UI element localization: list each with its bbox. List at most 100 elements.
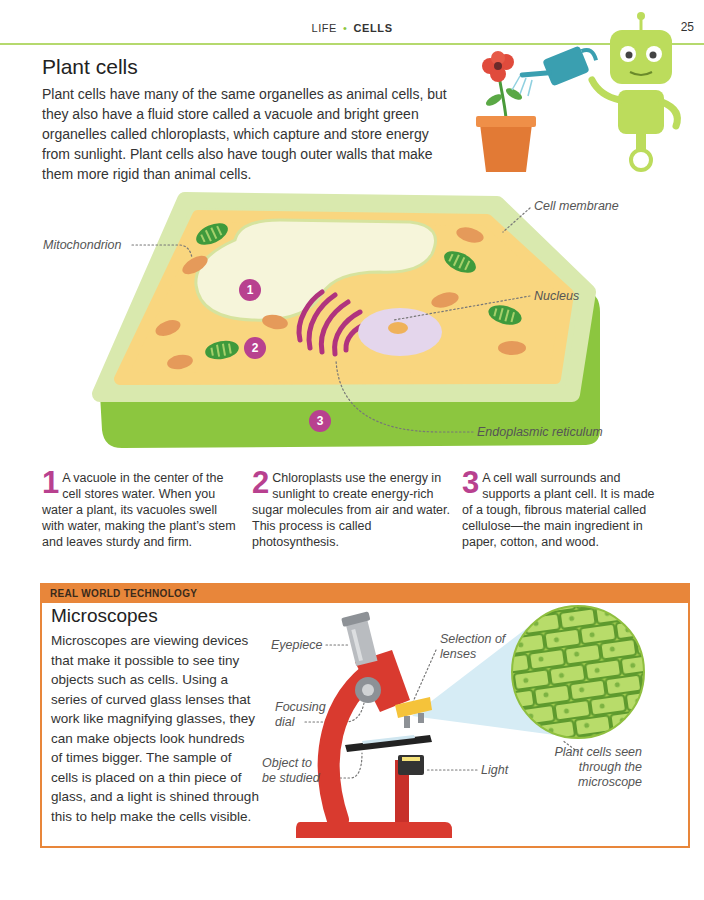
chloroplasts [511,312,514,322]
leader-lines [412,650,436,704]
chloroplasts [217,345,219,357]
cytoplasm [120,216,568,379]
description-column: 3A cell wall surrounds and supports a pl… [462,470,662,550]
vacuole [196,220,436,320]
description-column: 2Chloroplasts use the energy in sunlight… [252,470,452,550]
description-text: A vacuole in the center of the cell stor… [42,471,236,549]
robot-illustration [650,52,657,59]
callout-circle: 1 [239,279,261,301]
description-text: A cell wall surrounds and supports a pla… [462,471,655,549]
robot-illustration [630,72,652,75]
chloroplasts [193,219,231,250]
callout-number: 3 [462,469,479,497]
chloroplasts [486,302,524,328]
microscope [418,713,424,723]
part-label: Cell membrane [534,199,619,214]
page-title: Plant cells [42,55,138,79]
leader-lines [503,208,530,232]
eyepiece [351,629,363,661]
callout-circle: 3 [309,410,331,432]
running-header: LIFE•CELLS [0,22,704,34]
part-label: Object to be studied [262,756,326,786]
microscope-base [296,822,452,838]
light-source [398,755,424,775]
robot-illustration [636,134,646,150]
robot-illustration [637,12,645,20]
chloroplasts [206,230,211,241]
cell-membrane [100,200,588,394]
chloroplasts [223,344,225,356]
microscope [362,735,415,744]
chloroplasts [465,261,469,270]
part-label: Endoplasmic reticulum [477,425,603,440]
robot-illustration [480,124,532,172]
callout-number: 1 [42,469,59,497]
leader-lines [336,360,473,432]
robot-illustration [620,46,636,62]
chloroplasts [486,302,524,328]
nucleolus [388,322,408,334]
leader-lines [394,296,530,320]
part-label: Mitochondrion [43,238,122,253]
robot-illustration [618,90,664,134]
callout-number: 2 [252,341,259,355]
mitochondria [430,290,461,311]
callout-number: 3 [317,414,324,428]
chloroplasts [441,247,479,278]
robot-illustration [610,30,672,84]
chloroplasts [201,235,204,242]
robot-illustration [494,62,502,70]
nucleus [358,308,442,356]
chloroplasts [204,338,241,362]
microscope [296,596,660,838]
robot-illustration [476,116,536,127]
leader-lines [326,644,350,645]
robot-illustration [626,52,633,59]
header-text: LIFE [311,22,337,34]
header-rule [0,43,704,45]
plant-cell [100,200,600,448]
chloroplasts [494,309,496,317]
part-label: Eyepiece [271,638,322,653]
focusing-dial [355,677,381,703]
robot-illustration [520,78,526,94]
robot-illustration [646,46,662,62]
part-label: Selection of lenses [440,632,512,662]
header-text: CELLS [354,22,393,34]
microscope [512,606,644,738]
part-label: Focusing dial [275,700,337,730]
band-text: REAL WORLD TECHNOLOGY [50,585,197,603]
part-label: Nucleus [534,289,579,304]
robot-illustration [662,102,677,126]
robot-illustration [484,92,504,108]
description-column: 1A vacuole in the center of the cell sto… [42,470,242,550]
robot-illustration [582,47,597,64]
chloroplasts [500,308,503,320]
header-band: REAL WORLD TECHNOLOGY [42,585,688,603]
description-text: Chloroplasts use the energy in sunlight … [252,471,450,549]
robot-illustration [504,86,524,102]
callout-circle: 2 [244,337,266,359]
chloroplasts [193,219,524,362]
eyepiece [341,611,370,627]
robot-illustration [631,150,651,170]
chloroplasts [193,219,231,250]
mitochondria [166,353,194,371]
microscope [362,684,374,696]
microscope-stage [345,735,432,752]
mitochondria [261,313,289,331]
robot-illustration [520,42,599,96]
part-label: Plant cells seen through the microscope [538,745,642,790]
page-number: 25 [662,20,694,34]
mitochondria [153,317,182,339]
chloroplasts [204,338,241,362]
feature-box: MicroscopesMicroscopes are viewing devic… [40,583,690,848]
endoplasmic-reticulum [299,292,365,354]
chloroplasts [449,254,452,261]
robot-illustration [522,65,549,82]
robot-illustration [528,80,532,96]
chloroplasts [211,228,216,239]
intro-text: Plant cells have many of the same organe… [42,84,452,184]
magnified-cells [500,596,660,756]
callout-number: 1 [247,283,254,297]
